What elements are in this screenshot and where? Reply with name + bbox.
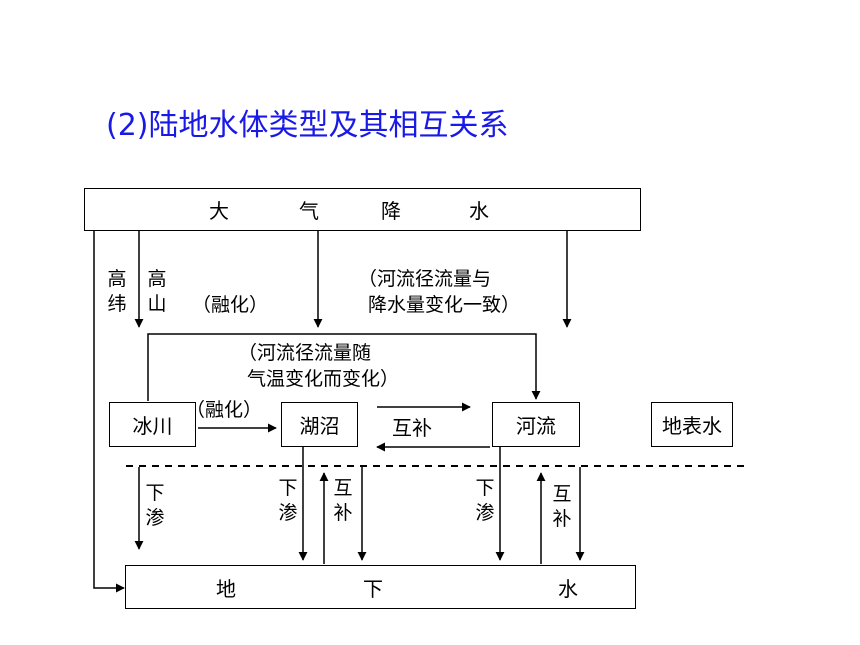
atmos-char-3: 降 bbox=[381, 199, 401, 223]
label-melt-mid: （融化） bbox=[186, 399, 263, 421]
label-lake-seep-1: 下 bbox=[278, 477, 298, 499]
label-glacier-seep-2: 渗 bbox=[145, 507, 165, 529]
page-title: (2)陆地水体类型及其相互关系 bbox=[106, 108, 509, 143]
label-river-mutual-2: 补 bbox=[552, 508, 572, 530]
arrow-glacier-river bbox=[147, 333, 541, 401]
label-lake-seep: 下 渗 bbox=[277, 476, 299, 526]
label-river-seep: 下 渗 bbox=[474, 476, 496, 526]
label-river-temp-1: （河流径流量随 bbox=[238, 342, 372, 364]
ground-char-2: 下 bbox=[363, 576, 383, 601]
atmos-char-1: 大 bbox=[209, 199, 229, 223]
label-high-mountain: 高 山 bbox=[146, 267, 168, 317]
label-river-rain-2: 降水量变化一致） bbox=[368, 294, 521, 316]
arrow-high-latitude bbox=[93, 231, 125, 593]
label-glacier-seep-1: 下 bbox=[145, 482, 165, 504]
box-glacier: 冰川 bbox=[109, 402, 196, 447]
label-river-mutual-1: 互 bbox=[552, 483, 572, 505]
label-glacier-seep: 下 渗 bbox=[144, 481, 166, 531]
ground-char-1: 地 bbox=[216, 576, 236, 601]
box-river: 河流 bbox=[492, 402, 580, 447]
label-high-latitude: 高 纬 bbox=[106, 267, 128, 317]
box-surface-water: 地表水 bbox=[651, 402, 733, 447]
label-high-latitude-2: 纬 bbox=[107, 293, 127, 315]
label-mutual-lake-river: 互补 bbox=[392, 416, 432, 440]
ground-char-3: 水 bbox=[558, 576, 578, 601]
label-river-seep-1: 下 bbox=[475, 477, 495, 499]
label-melt-top: （融化） bbox=[192, 294, 269, 316]
atmos-char-4: 水 bbox=[469, 199, 489, 223]
box-groundwater: 地 下 水 bbox=[125, 565, 636, 609]
label-river-seep-2: 渗 bbox=[475, 502, 495, 524]
label-high-mountain-1: 高 bbox=[147, 268, 167, 290]
label-lake-seep-2: 渗 bbox=[278, 502, 298, 524]
box-lake: 湖沼 bbox=[281, 402, 358, 447]
label-river-rain-1: （河流径流量与 bbox=[358, 268, 492, 290]
label-high-mountain-2: 山 bbox=[147, 293, 167, 315]
label-lake-mutual-2: 补 bbox=[333, 502, 353, 524]
label-river-mutual: 互 补 bbox=[551, 482, 573, 532]
box-atmospheric-precipitation: 大 气 降 水 bbox=[84, 188, 641, 231]
label-river-temp-2: 气温变化而变化） bbox=[247, 368, 400, 390]
atmos-char-2: 气 bbox=[299, 199, 319, 223]
label-high-latitude-1: 高 bbox=[107, 268, 127, 290]
label-lake-mutual-1: 互 bbox=[333, 477, 353, 499]
label-lake-mutual: 互 补 bbox=[332, 476, 354, 526]
